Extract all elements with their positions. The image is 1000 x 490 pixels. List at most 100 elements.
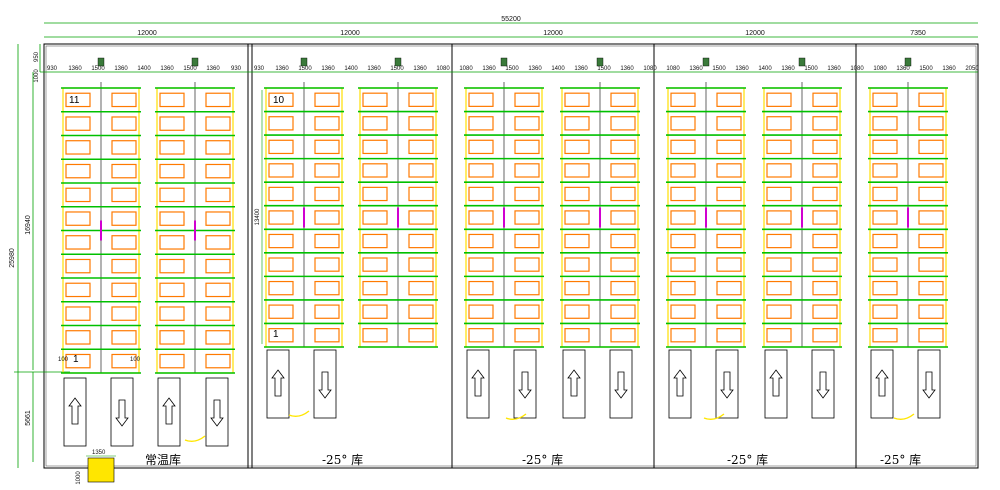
pallet-slot: [610, 92, 636, 107]
pallet-slot: [268, 139, 294, 155]
dim-row-offset: 1360: [321, 66, 335, 72]
pallet-slot: [766, 163, 792, 178]
pallet-slot: [408, 116, 434, 131]
pallet-slot: [362, 233, 388, 249]
pallet-slot: [564, 233, 590, 249]
pallet-slot: [468, 233, 494, 249]
dim-box-height: 1000: [76, 471, 82, 485]
dim-top-b: 1000: [34, 69, 40, 83]
pallet-slot: [159, 282, 185, 298]
pallet-slot: [468, 210, 494, 225]
pallet-slot: [564, 92, 590, 107]
pallet-slot: [514, 116, 540, 131]
dim-row-offset: 1080: [436, 66, 450, 72]
dim-row-offset: 1360: [896, 66, 910, 72]
pallet-slot: [872, 139, 898, 155]
pallet-slot: [314, 186, 340, 202]
pallet-slot: [159, 211, 185, 226]
pallet-slot: [205, 306, 231, 321]
rack-index-top-ambient: 11: [69, 95, 80, 106]
pallet-slot: [205, 353, 231, 369]
dim-row-offset: 1360: [275, 66, 289, 72]
pallet-slot: [362, 328, 388, 343]
pallet-slot: [812, 92, 838, 107]
pallet-slot: [408, 139, 434, 155]
pallet-slot: [362, 116, 388, 131]
pallet-slot: [159, 235, 185, 250]
arrow-up-icon: [875, 369, 889, 397]
column-post-icon: [97, 57, 105, 67]
pallet-slot: [159, 306, 185, 321]
pallet-slot: [111, 235, 137, 250]
door-box: [87, 457, 115, 483]
pallet-slot: [314, 328, 340, 343]
pallet-slot: [812, 186, 838, 202]
pallet-slot: [716, 233, 742, 249]
door-swing: [184, 435, 206, 443]
pallet-slot: [872, 210, 898, 225]
pallet-slot: [918, 116, 944, 131]
pallet-slot: [872, 257, 898, 272]
pallet-slot: [918, 92, 944, 107]
dim-row-offset: 1360: [68, 66, 82, 72]
pallet-slot: [918, 257, 944, 272]
pallet-slot: [766, 328, 792, 343]
pallet-slot: [918, 139, 944, 155]
pallet-slot: [362, 210, 388, 225]
dim-bay-label: 7350: [910, 30, 926, 37]
arrow-down-icon: [210, 399, 224, 427]
pallet-slot: [812, 328, 838, 343]
pallet-slot: [111, 187, 137, 203]
pallet-slot: [268, 92, 294, 107]
dim-bay-label: 12000: [543, 30, 563, 37]
pallet-slot: [111, 140, 137, 155]
dim-row-offset: 1360: [413, 66, 427, 72]
pallet-slot: [564, 280, 590, 296]
pallet-slot: [205, 282, 231, 298]
pallet-slot: [205, 163, 231, 179]
pallet-slot: [65, 235, 91, 250]
pallet-slot: [408, 92, 434, 107]
pallet-slot: [514, 328, 540, 343]
pallet-slot: [468, 328, 494, 343]
pallet-slot: [872, 328, 898, 343]
dim-bottom-left: 100: [58, 357, 69, 363]
dim-row-offset: 1360: [827, 66, 841, 72]
pallet-slot: [564, 116, 590, 131]
dim-row-offset: 1500: [712, 66, 726, 72]
room-label-ambient: 常温库: [145, 452, 181, 467]
pallet-slot: [872, 92, 898, 107]
pallet-slot: [408, 163, 434, 178]
arrow-up-icon: [673, 369, 687, 397]
dim-row-offset: 1080: [873, 66, 887, 72]
pallet-slot: [111, 282, 137, 298]
inner-wall: [45, 45, 977, 467]
dim-row-offset: 1360: [620, 66, 634, 72]
pallet-slot: [812, 257, 838, 272]
pallet-slot: [468, 304, 494, 319]
pallet-slot: [205, 92, 231, 108]
pallet-slot: [205, 258, 231, 274]
dim-row-offset: 930: [254, 66, 265, 72]
arrow-down-icon: [922, 371, 936, 399]
pallet-slot: [918, 210, 944, 225]
pallet-slot: [872, 186, 898, 202]
arrow-up-icon: [567, 369, 581, 397]
pallet-slot: [362, 163, 388, 178]
pallet-slot: [159, 330, 185, 345]
pallet-slot: [564, 186, 590, 202]
room-label-freezer-3: -25° 库: [727, 452, 768, 467]
pallet-slot: [159, 187, 185, 203]
pallet-slot: [766, 280, 792, 296]
pallet-slot: [111, 116, 137, 131]
pallet-slot: [408, 210, 434, 225]
dim-row-offset: 1500: [183, 66, 197, 72]
pallet-slot: [872, 116, 898, 131]
pallet-slot: [514, 186, 540, 202]
arrow-down-icon: [115, 399, 129, 427]
pallet-slot: [362, 304, 388, 319]
pallet-slot: [468, 257, 494, 272]
pallet-slot: [514, 163, 540, 178]
dim-lower-height: 5661: [25, 410, 32, 426]
pallet-slot: [670, 257, 696, 272]
